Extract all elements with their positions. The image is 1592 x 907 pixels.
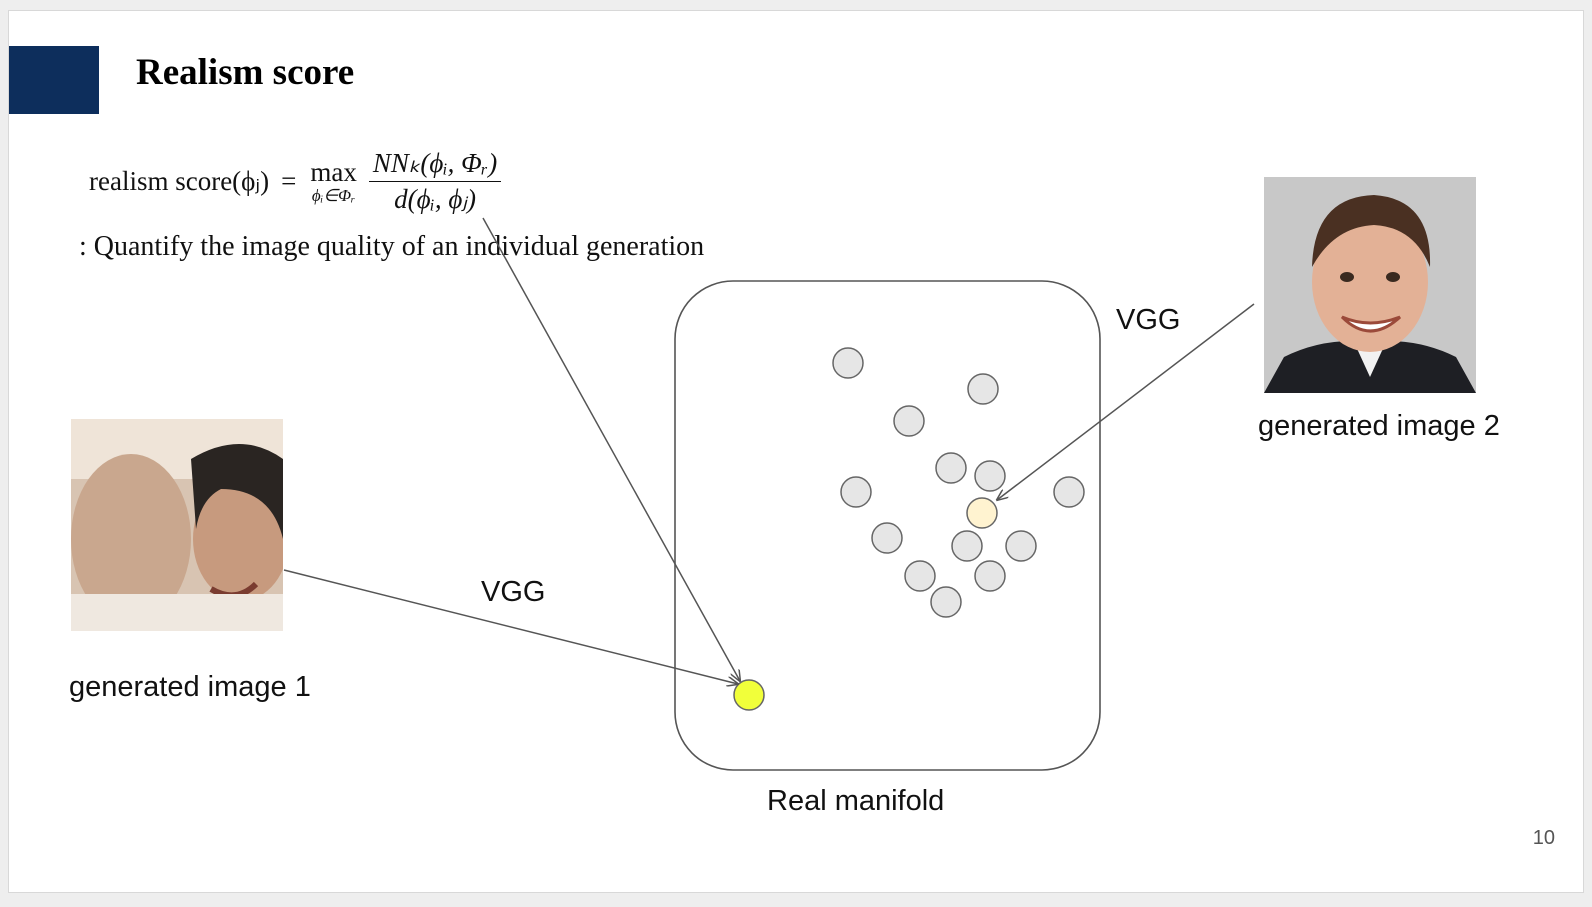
real-feature-points	[832, 347, 1085, 618]
real-point	[871, 522, 903, 554]
formula-max-subscript: ϕᵢ∈Φᵣ	[311, 185, 356, 205]
generated-image-1	[71, 419, 283, 631]
real-point	[1005, 530, 1037, 562]
formula-equals: =	[281, 165, 297, 196]
real-point	[1053, 476, 1085, 508]
real-point	[930, 586, 962, 618]
face-image-1-icon	[71, 419, 283, 631]
realism-score-formula: realism score(ϕⱼ) = max ϕᵢ∈Φᵣ NNₖ(ϕᵢ, Φᵣ…	[89, 141, 502, 221]
title-accent-bar	[9, 46, 99, 114]
formula-description: : Quantify the image quality of an indiv…	[79, 231, 705, 262]
page-number: 10	[1532, 827, 1555, 849]
real-manifold-label: Real manifold	[767, 785, 945, 817]
real-point	[904, 560, 936, 592]
generated-image-2-point	[966, 497, 998, 529]
formula-lhs: realism score(ϕⱼ)	[89, 165, 270, 196]
formula-fraction: NNₖ(ϕᵢ, Φᵣ) d(ϕᵢ, ϕⱼ)	[368, 148, 502, 215]
real-point	[840, 476, 872, 508]
formula-denominator: d(ϕᵢ, ϕⱼ)	[394, 183, 477, 214]
real-point	[951, 530, 983, 562]
real-point	[967, 373, 999, 405]
generated-image-2	[1264, 177, 1476, 393]
face-image-2-icon	[1264, 177, 1476, 393]
vgg-label-right: VGG	[1116, 304, 1181, 336]
formula-max: max	[310, 156, 357, 187]
slide: Realism score realism score(ϕⱼ) = max ϕᵢ…	[8, 10, 1584, 893]
generated-image-1-point	[733, 679, 765, 711]
vgg-label-left: VGG	[481, 576, 546, 608]
real-point	[832, 347, 864, 379]
real-point	[893, 405, 925, 437]
generated-image-1-caption: generated image 1	[69, 671, 311, 703]
formula-max-operator: max ϕᵢ∈Φᵣ	[310, 157, 357, 206]
vgg-arrow-image-2	[997, 303, 1255, 500]
formula-numerator: NNₖ(ϕᵢ, Φᵣ)	[368, 148, 502, 182]
real-manifold-boundary	[674, 280, 1101, 771]
manifold-diagram	[283, 217, 1255, 771]
generated-image-2-caption: generated image 2	[1258, 410, 1500, 442]
real-point	[935, 452, 967, 484]
vgg-arrow-image-1	[283, 569, 738, 684]
slide-title: Realism score	[136, 52, 355, 93]
real-point	[974, 560, 1006, 592]
real-point	[974, 460, 1006, 492]
formula-pointer-arrow	[482, 217, 740, 681]
